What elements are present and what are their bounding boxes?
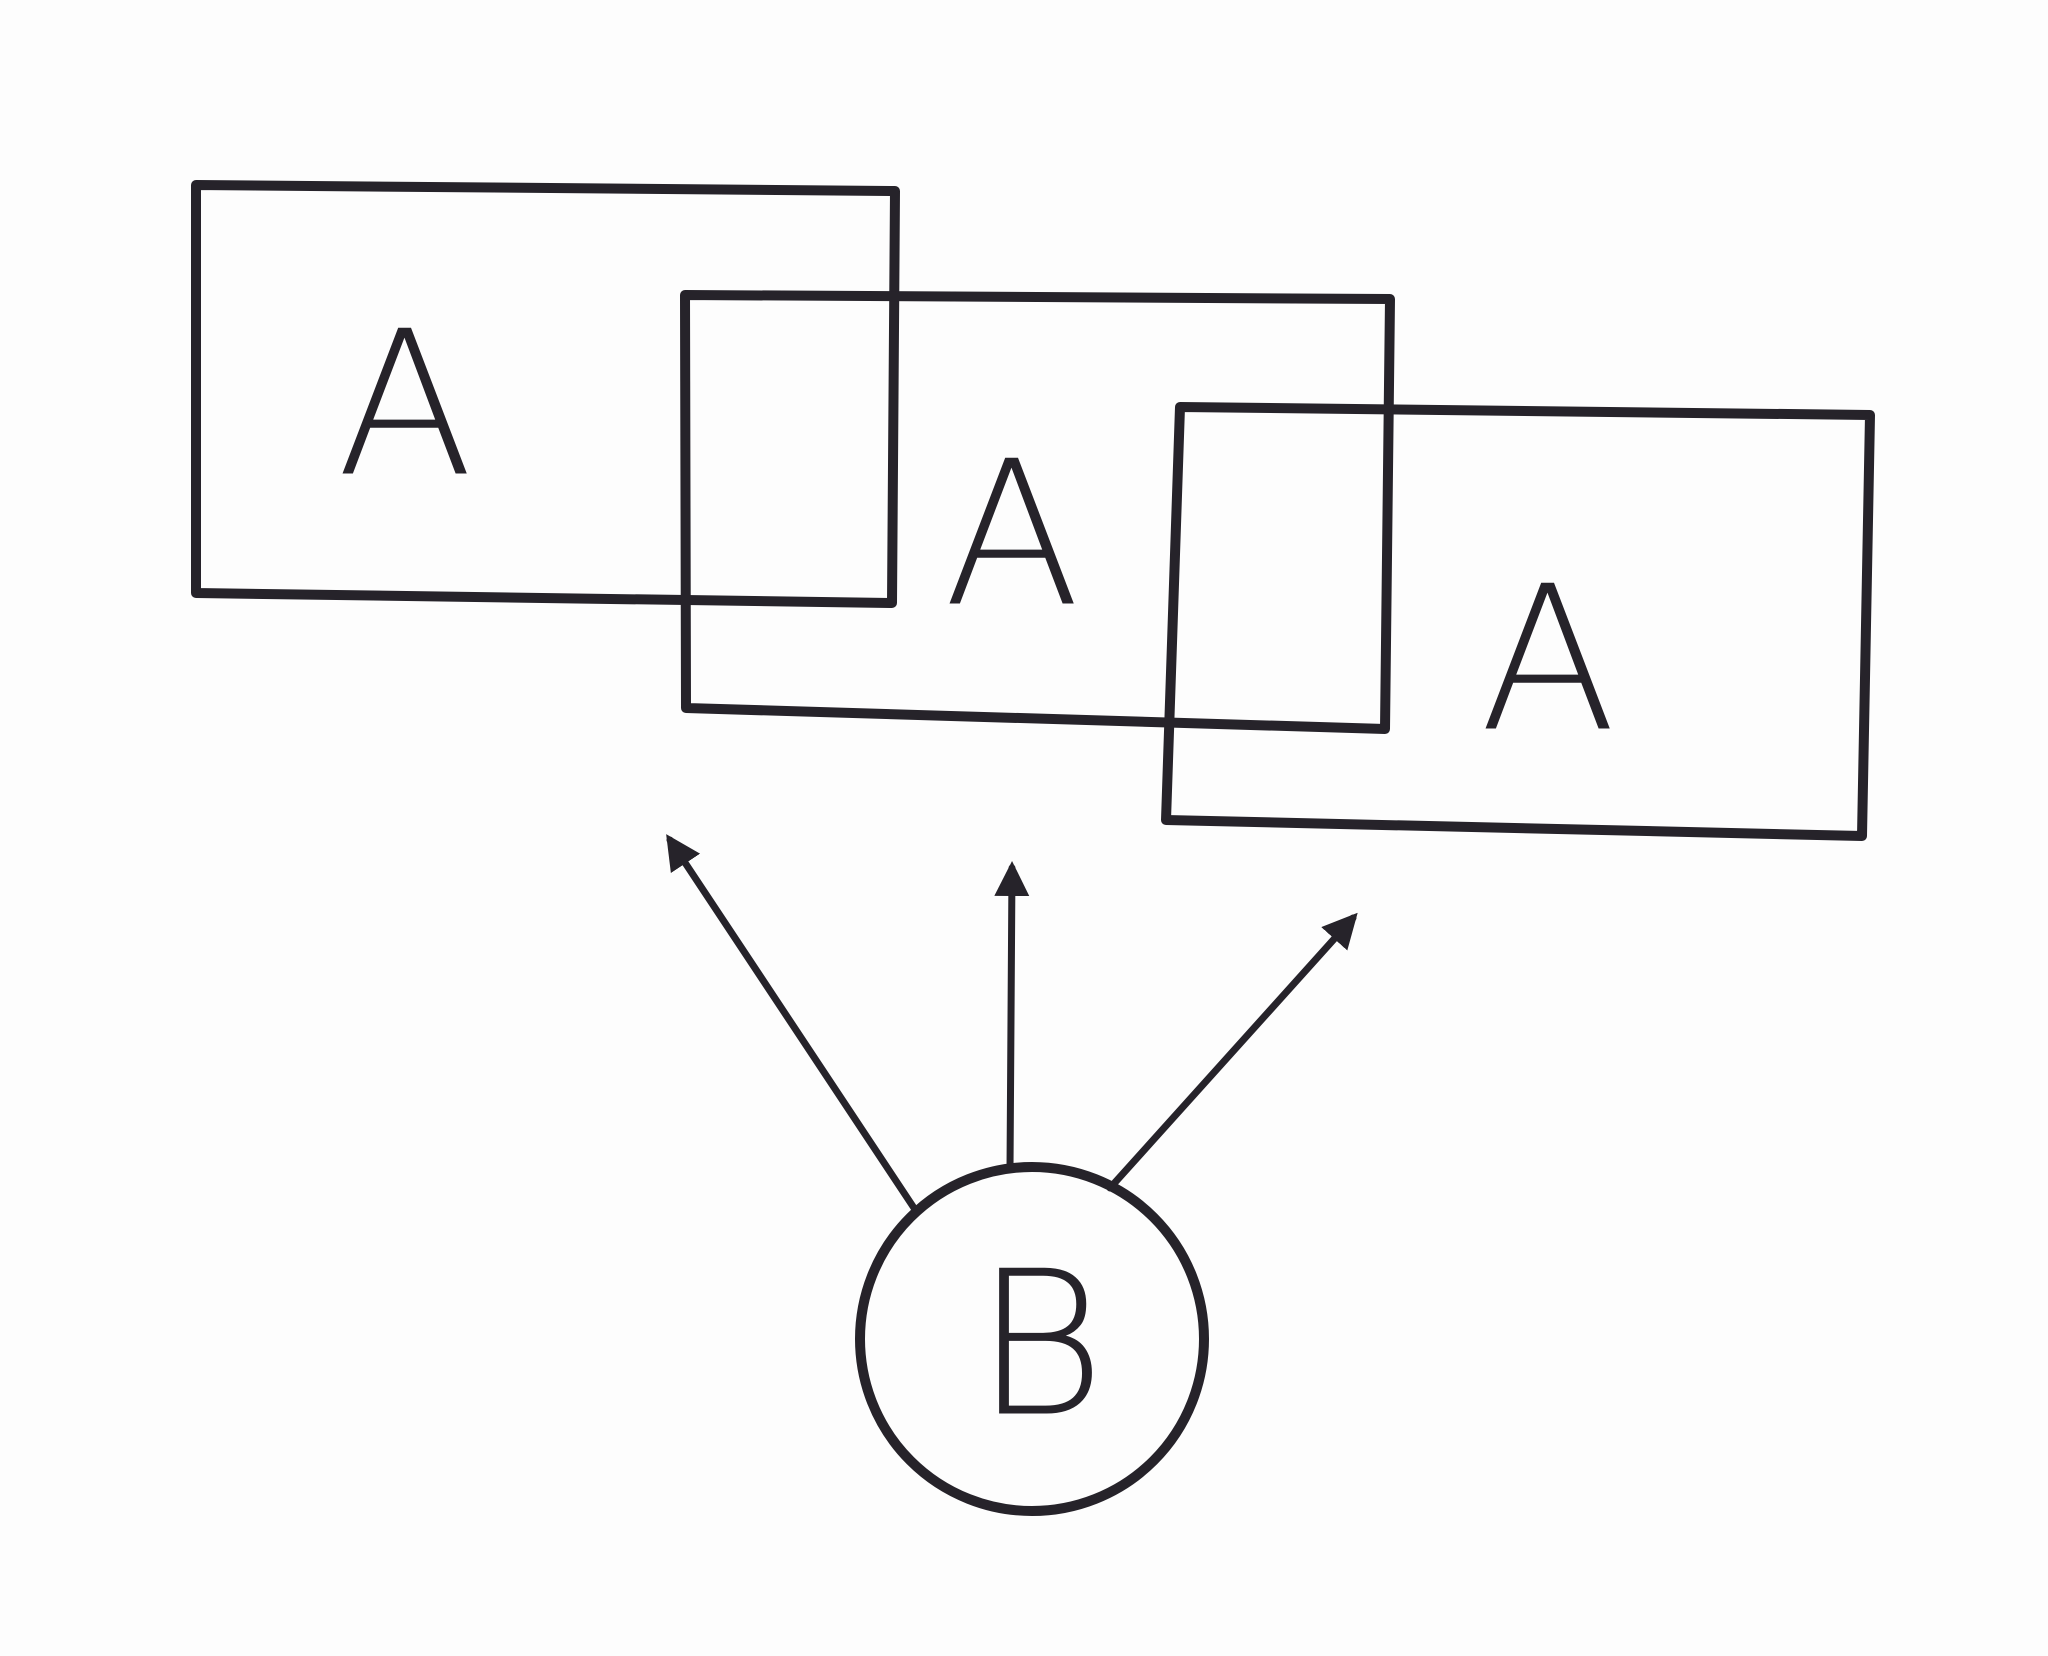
box-2: A: [680, 290, 1395, 734]
box-3-label: A: [1480, 544, 1617, 777]
arrows: [666, 834, 1358, 1212]
box-1: A: [191, 180, 900, 608]
source-node-label: B: [975, 1229, 1106, 1462]
arrow-to-box-2: [994, 861, 1030, 1173]
arrow-to-box-3: [1106, 912, 1358, 1192]
arrow-to-box-1: [666, 834, 918, 1212]
box-2-label: A: [944, 419, 1081, 652]
source-node: B: [855, 1162, 1209, 1516]
box-1-label: A: [337, 289, 474, 522]
box-3: A: [1161, 402, 1875, 841]
source-node-circle: [855, 1162, 1209, 1516]
